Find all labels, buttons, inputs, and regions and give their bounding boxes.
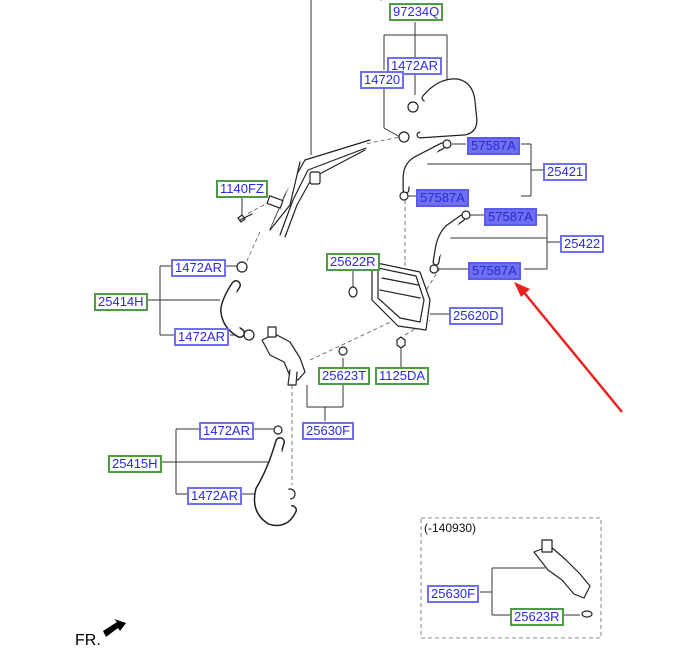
pipe-assembly <box>269 149 366 238</box>
nut <box>396 336 406 349</box>
assembly-line <box>244 204 265 216</box>
front-indicator: FR. <box>75 632 101 649</box>
o-ring <box>338 346 348 356</box>
part-label-57587A-4[interactable]: 57587A <box>468 262 521 280</box>
oil-cooler-fin <box>381 277 419 286</box>
hose-inner <box>255 438 296 525</box>
hose-clamp <box>243 329 255 341</box>
water-fitting-inset-cap <box>541 539 553 553</box>
pipe-clip <box>309 171 321 185</box>
part-label-1125DA[interactable]: 1125DA <box>375 367 430 385</box>
inset-box <box>420 517 602 639</box>
inset-note: (-140930) <box>424 521 477 535</box>
part-label-25630F-inset[interactable]: 25630F <box>427 585 480 603</box>
pipe-bracket <box>266 195 284 209</box>
bolt <box>237 213 253 223</box>
hose-inner <box>417 79 477 138</box>
part-label-25620D[interactable]: 25620D <box>449 307 503 325</box>
hose-inner <box>403 143 445 193</box>
o-ring <box>348 286 358 298</box>
part-label-1472AR-l2[interactable]: 1472AR <box>174 328 229 346</box>
hose-clamp <box>273 425 283 435</box>
part-label-25623T[interactable]: 25623T <box>318 367 371 385</box>
front-arrow-icon <box>103 619 126 637</box>
part-label-25622R[interactable]: 25622R <box>326 253 380 271</box>
leader-line <box>383 127 401 138</box>
part-label-25623R-inset[interactable]: 25623R <box>510 608 564 626</box>
pointer-arrow <box>521 289 623 413</box>
part-label-57587A-2[interactable]: 57587A <box>416 189 469 207</box>
part-label-1472AR-top[interactable]: 1472AR <box>387 57 442 75</box>
hose-clamp <box>236 261 248 273</box>
hose-inner <box>433 215 465 265</box>
assembly-line <box>309 319 396 361</box>
water-fitting-inset <box>533 545 591 599</box>
part-label-1472AR-l3[interactable]: 1472AR <box>199 422 254 440</box>
part-label-14720[interactable]: 14720 <box>360 71 405 89</box>
part-label-1472AR-l4[interactable]: 1472AR <box>187 487 242 505</box>
hose-clamp <box>442 139 452 149</box>
hose-inner <box>221 281 244 337</box>
water-fitting <box>261 333 306 381</box>
part-label-25422[interactable]: 25422 <box>560 235 605 253</box>
o-ring <box>581 610 593 618</box>
part-label-25630F[interactable]: 25630F <box>302 422 355 440</box>
part-label-25414H[interactable]: 25414H <box>94 293 148 311</box>
water-fitting-cap <box>267 326 277 338</box>
hose-clamp <box>398 131 410 143</box>
hose-clamp <box>429 264 439 274</box>
part-label-25421[interactable]: 25421 <box>543 163 588 181</box>
part-label-57587A-1[interactable]: 57587A <box>467 137 520 155</box>
pointer-arrowhead <box>514 282 530 297</box>
part-label-57587A-3[interactable]: 57587A <box>484 208 537 226</box>
hose-clamp <box>461 210 471 220</box>
oil-cooler-fin <box>379 289 421 299</box>
part-label-25415H[interactable]: 25415H <box>108 455 162 473</box>
part-label-1140FZ[interactable]: 1140FZ <box>216 180 268 198</box>
oil-cooler-plate <box>377 267 425 323</box>
assembly-line <box>244 231 261 266</box>
part-label-1472AR-l1[interactable]: 1472AR <box>171 259 226 277</box>
hose-clamp <box>399 191 409 201</box>
part-label-97234Q[interactable]: 97234Q <box>389 3 444 21</box>
hose-clamp <box>407 101 419 113</box>
water-fitting-pipe <box>287 369 298 386</box>
